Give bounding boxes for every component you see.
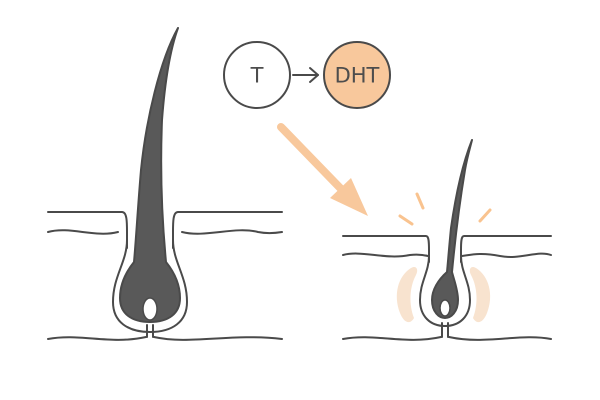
dermis-line-right: [342, 336, 552, 341]
dermis-line-left: [47, 336, 283, 341]
skin-surface-line-left: [47, 211, 283, 249]
dermal-papilla-left: [142, 297, 158, 321]
inflammation-left: [396, 266, 418, 323]
conversion-arrow: [292, 67, 319, 83]
affected-follicle: [342, 235, 552, 341]
hair-shaft-left: [119, 27, 181, 323]
epidermis-line-left: [47, 229, 283, 235]
testosterone-label: T: [250, 64, 264, 88]
epidermis-line-right: [342, 252, 552, 258]
irritation-ray-3: [478, 208, 492, 223]
irritation-ray-1: [398, 214, 414, 226]
papilla-stalk-left: [146, 324, 154, 338]
hair-shaft-right: [431, 139, 473, 319]
dht-node: DHT: [323, 41, 391, 109]
dht-effect-arrow: [277, 123, 368, 216]
follicle-sheath-left: [112, 239, 188, 333]
follicle-sheath-right: [419, 255, 471, 327]
dht-label: DHT: [335, 64, 380, 88]
skin-surface-line-right: [342, 235, 552, 263]
dht-circle: [323, 41, 391, 109]
healthy-follicle: [47, 211, 283, 341]
testosterone-circle: [223, 41, 291, 109]
inflammation-right: [469, 266, 491, 323]
irritation-ray-2: [415, 192, 425, 210]
papilla-stalk-right: [441, 322, 449, 338]
dermal-papilla-right: [439, 299, 451, 317]
testosterone-node: T: [223, 41, 291, 109]
irritation-rays: [398, 192, 492, 226]
